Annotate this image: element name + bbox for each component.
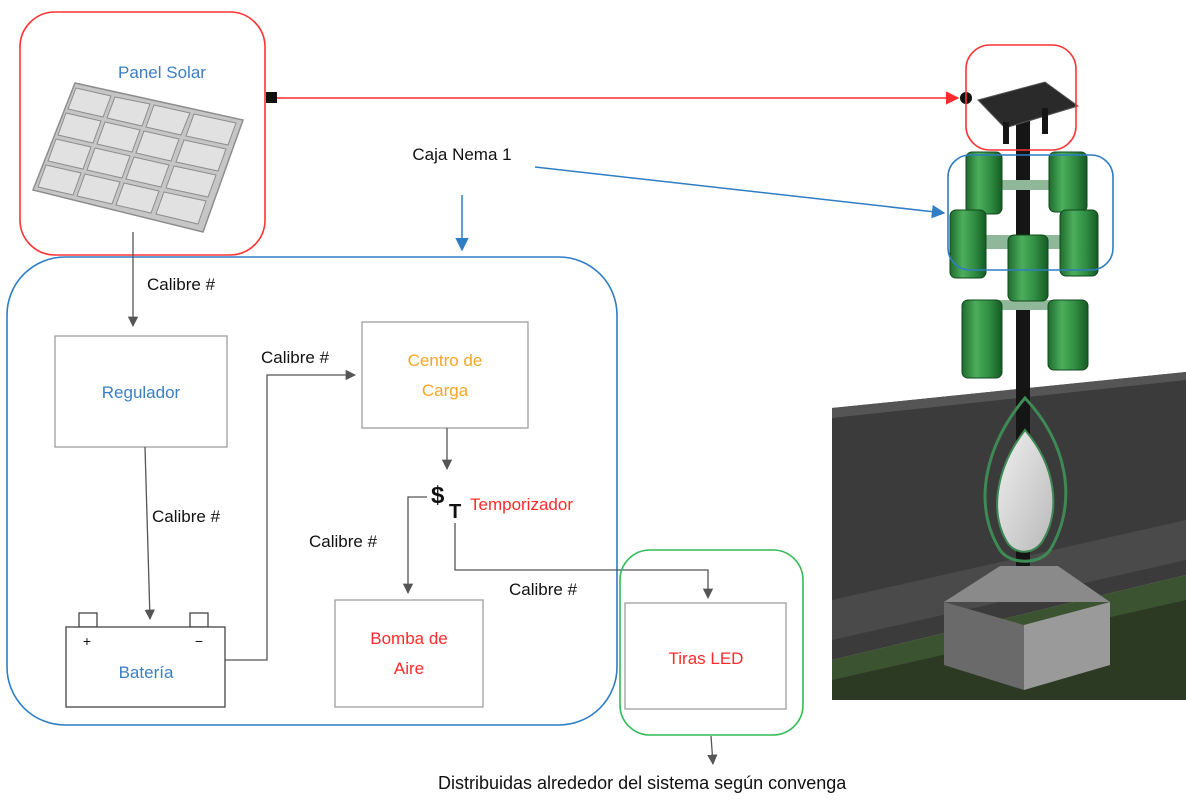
caja-nema-group-frame xyxy=(6,256,618,726)
timer-t-symbol: T xyxy=(449,501,461,523)
bateria-plus-sign: + xyxy=(83,633,91,649)
regulador-to-bateria-wire xyxy=(144,446,155,621)
led-to-note-arrow xyxy=(707,735,718,766)
led-group-frame xyxy=(619,549,804,736)
calibre-regulador-bateria: Calibre # xyxy=(152,507,221,526)
tiras-led-label: Tiras LED xyxy=(669,649,744,668)
timer-dollar-symbol: $ xyxy=(431,482,445,509)
centro-carga-box xyxy=(361,321,529,429)
bateria-to-centro-wire xyxy=(225,369,357,661)
tiras-led-box xyxy=(624,602,787,710)
regulador-box xyxy=(54,335,228,448)
caja-nema-label: Caja Nema 1 xyxy=(412,145,511,164)
solar-panel-group-frame xyxy=(19,11,266,256)
bateria-minus-sign: − xyxy=(195,633,203,649)
bomba-aire-box xyxy=(334,599,484,708)
centro-carga-label-line2: Carga xyxy=(422,381,469,400)
centro-carga-label-line1: Centro de xyxy=(408,351,483,370)
calibre-timer-led: Calibre # xyxy=(509,580,578,599)
regulador-label: Regulador xyxy=(102,383,181,402)
caja-nema-arrow-pole xyxy=(534,166,946,219)
solar-panel-icon xyxy=(31,82,244,233)
timer-to-led-wire xyxy=(454,523,714,600)
calibre-bateria-centro: Calibre # xyxy=(261,348,330,367)
bomba-aire-label-line2: Aire xyxy=(394,659,424,678)
temporizador-label: Temporizador xyxy=(470,495,573,514)
timer-to-bomba-wire xyxy=(402,496,427,595)
bateria-label: Batería xyxy=(119,663,174,682)
panel-solar-label: Panel Solar xyxy=(118,63,206,82)
bateria-icon xyxy=(65,612,226,708)
calibre-timer-bomba: Calibre # xyxy=(309,532,378,551)
pole-panel-highlight xyxy=(965,44,1077,151)
connector-start-square xyxy=(266,92,277,103)
distribution-note: Distribuidas alrededor del sistema según… xyxy=(438,773,847,793)
pole-system-render xyxy=(832,81,1186,700)
bomba-aire-label-line1: Bomba de xyxy=(370,629,448,648)
pole-nema-highlight xyxy=(947,154,1114,271)
calibre-panel-regulador: Calibre # xyxy=(147,275,216,294)
